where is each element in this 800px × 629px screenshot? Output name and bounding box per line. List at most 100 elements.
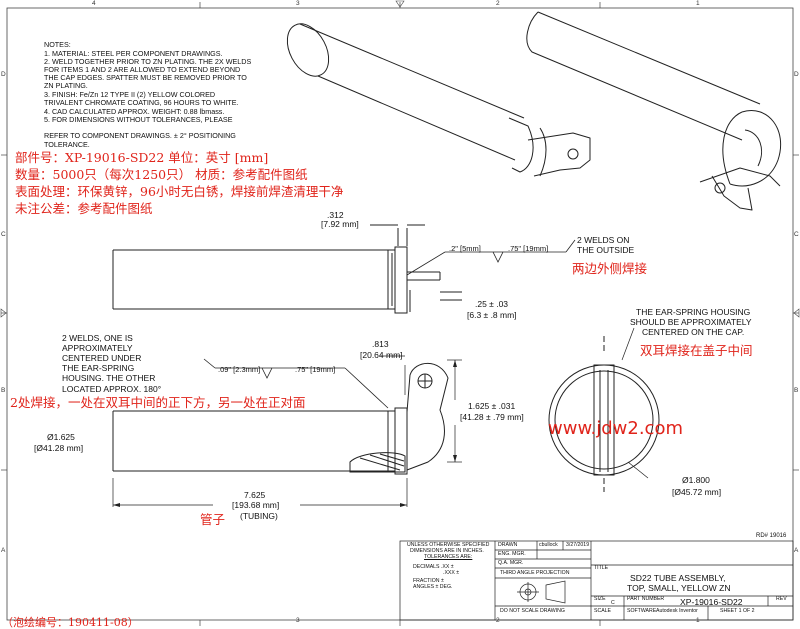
dim-25-mm: [6.3 ± .8 mm] bbox=[467, 310, 517, 320]
dim-25: .25 ± .03 bbox=[475, 299, 509, 309]
zone-left-c: C bbox=[1, 231, 6, 238]
cn-tolerance-line: 未注公差：参考配件图纸 bbox=[15, 201, 153, 216]
rd-number: RD# 19016 bbox=[756, 533, 787, 539]
weld-length-top: .75" [19mm] bbox=[508, 244, 549, 253]
zone-bottom-3: 3 bbox=[296, 617, 300, 624]
zone-left-b: B bbox=[1, 387, 6, 394]
cn-tube: 管子 bbox=[200, 512, 226, 527]
dim-813-mm: [20.64 mm] bbox=[360, 350, 403, 360]
third-angle-label: THIRD ANGLE PROJECTION bbox=[500, 570, 570, 576]
size-label: SIZE bbox=[594, 596, 606, 602]
cn-outside-weld: 两边外侧焊接 bbox=[572, 261, 648, 276]
zone-top-2: 2 bbox=[496, 0, 500, 7]
zone-left-a: A bbox=[1, 547, 6, 554]
spec-line: DIMENSIONS ARE IN INCHES. bbox=[410, 548, 484, 554]
drawn-by: cbullock bbox=[539, 542, 558, 548]
cn-part-line: 部件号：XP-19016-SD22 单位：英寸 [mm] bbox=[15, 150, 269, 165]
spec-line: UNLESS OTHERWISE SPECIFIED bbox=[407, 542, 490, 548]
welds-outside-2: THE OUTSIDE bbox=[577, 245, 635, 255]
note-line: TRIVALENT CHROMATE COATING, 96 HOURS TO … bbox=[44, 98, 239, 107]
dim-length-mm: [193.68 mm] bbox=[232, 500, 280, 510]
note-line: TOLERANCE. bbox=[44, 140, 90, 149]
end-leaders bbox=[621, 327, 649, 479]
ear-note-2: SHOULD BE APPROXIMATELY bbox=[630, 317, 752, 327]
note-line: NOTES: bbox=[44, 40, 71, 49]
title-block-grid bbox=[399, 540, 794, 621]
size-value: C bbox=[611, 600, 615, 606]
cn-two-welds: 2处焊接，一处在双耳中间的正下方，另一处在正对面 bbox=[10, 395, 306, 410]
cn-finish-line: 表面处理：环保黄锌，96小时无白锈，焊接前焊渣清理干净 bbox=[15, 184, 344, 199]
zone-right-c: C bbox=[794, 231, 799, 238]
sheet-number: SHEET 1 OF 2 bbox=[720, 608, 755, 614]
dim-length: 7.625 bbox=[244, 490, 266, 500]
drawing-title-1: SD22 TUBE ASSEMBLY, bbox=[630, 573, 726, 583]
weld-length-bottom: .75" [19mm] bbox=[295, 365, 336, 374]
part-number: XP-19016-SD22 bbox=[680, 597, 743, 607]
decimals-line: DECIMALS .XX ± bbox=[413, 564, 454, 570]
two-welds-6: LOCATED APPROX. 180° bbox=[62, 384, 162, 394]
zone-bottom-1: 1 bbox=[696, 617, 700, 624]
zone-bottom-2: 2 bbox=[496, 617, 500, 624]
note-line: FOR ITEMS 1 AND 2 ARE ALLOWED TO EXTEND … bbox=[44, 65, 241, 74]
dim-813: .813 bbox=[372, 339, 389, 349]
two-welds-2: APPROXIMATELY bbox=[62, 343, 133, 353]
scale-label: SCALE bbox=[594, 608, 612, 614]
cn-qty-line: 数量：5000只（每次1250只） 材质：参考配件图纸 bbox=[15, 167, 308, 182]
side-view-top bbox=[112, 224, 462, 314]
eng-mgr-label: ENG. MGR. bbox=[498, 551, 526, 557]
qa-mgr-label: Q.A. MGR. bbox=[498, 560, 524, 566]
weld-leader-bottom bbox=[203, 358, 389, 409]
dim-312-mm: [7.92 mm] bbox=[321, 219, 359, 229]
two-welds-4: THE EAR-SPRING bbox=[62, 363, 135, 373]
zone-right-d: D bbox=[794, 71, 799, 78]
spec-line: TOLERANCES ARE: bbox=[424, 554, 473, 560]
software-label: SOFTWARE bbox=[627, 608, 657, 614]
iso-view-left bbox=[286, 23, 591, 177]
ear-note-3: CENTERED ON THE CAP. bbox=[642, 327, 745, 337]
note-line: 5. FOR DIMENSIONS WITHOUT TOLERANCES, PL… bbox=[44, 115, 233, 124]
weld-size-top: .2" [5mm] bbox=[449, 244, 481, 253]
end-view bbox=[548, 336, 660, 492]
decimals-line: .XXX ± bbox=[443, 570, 460, 576]
zone-top-4: 4 bbox=[92, 0, 96, 7]
zone-right-b: B bbox=[794, 387, 799, 394]
note-line: 4. CAD CALCULATED APPROX. WEIGHT: 0.88 l… bbox=[44, 107, 225, 116]
dim-1625-tol: 1.625 ± .031 bbox=[468, 401, 516, 411]
dim-lines bbox=[112, 355, 462, 507]
dim-1625-tol-mm: [41.28 ± .79 mm] bbox=[460, 412, 524, 422]
software-value: Autodesk Inventor bbox=[656, 608, 698, 614]
note-line: THE CAP EDGES. SPATTER MUST BE REMOVED P… bbox=[44, 73, 247, 82]
note-line: 3. FINISH: Fe/Zn 12 TYPE II (2) YELLOW C… bbox=[44, 90, 216, 99]
dim-1800: Ø1.800 bbox=[682, 475, 710, 485]
side-view-bottom bbox=[112, 362, 449, 475]
weld-leader-top bbox=[406, 239, 576, 276]
welds-outside-1: 2 WELDS ON bbox=[577, 235, 630, 245]
cn-bottom-cut: （泡绘编号：190411-08） bbox=[2, 616, 139, 629]
two-welds-1: 2 WELDS, ONE IS bbox=[62, 333, 133, 343]
dim-arrows bbox=[113, 360, 457, 507]
drawn-date: 3/27/2019 bbox=[566, 542, 590, 548]
zone-top-1: 1 bbox=[696, 0, 700, 7]
drawn-label: DRAWN bbox=[498, 542, 518, 548]
dim-od: Ø1.625 bbox=[47, 432, 75, 442]
two-welds-5: HOUSING. THE OTHER bbox=[62, 373, 156, 383]
ear-note-1: THE EAR-SPRING HOUSING bbox=[636, 307, 751, 317]
note-line: ZN PLATING. bbox=[44, 81, 88, 90]
watermark-url: www.jdw2.com bbox=[548, 418, 683, 439]
dim-312: .312 bbox=[327, 210, 344, 220]
dim-length-tubing: (TUBING) bbox=[240, 511, 278, 521]
third-angle-symbol bbox=[517, 580, 566, 604]
cn-ear-center: 双耳焊接在盖子中间 bbox=[640, 343, 753, 358]
dim-1800-mm: [Ø45.72 mm] bbox=[672, 487, 722, 497]
drawing-title-2: TOP, SMALL, YELLOW ZN bbox=[627, 583, 731, 593]
zone-left-d: D bbox=[1, 71, 6, 78]
angles-line: ANGLES ± DEG. bbox=[413, 584, 453, 590]
note-line: 2. WELD TOGETHER PRIOR TO ZN PLATING. TH… bbox=[44, 57, 252, 66]
do-not-scale: DO NOT SCALE DRAWING bbox=[500, 608, 565, 614]
iso-view-right bbox=[526, 11, 782, 211]
dim-od-mm: [Ø41.28 mm] bbox=[34, 443, 84, 453]
rev-label: REV bbox=[776, 596, 787, 602]
